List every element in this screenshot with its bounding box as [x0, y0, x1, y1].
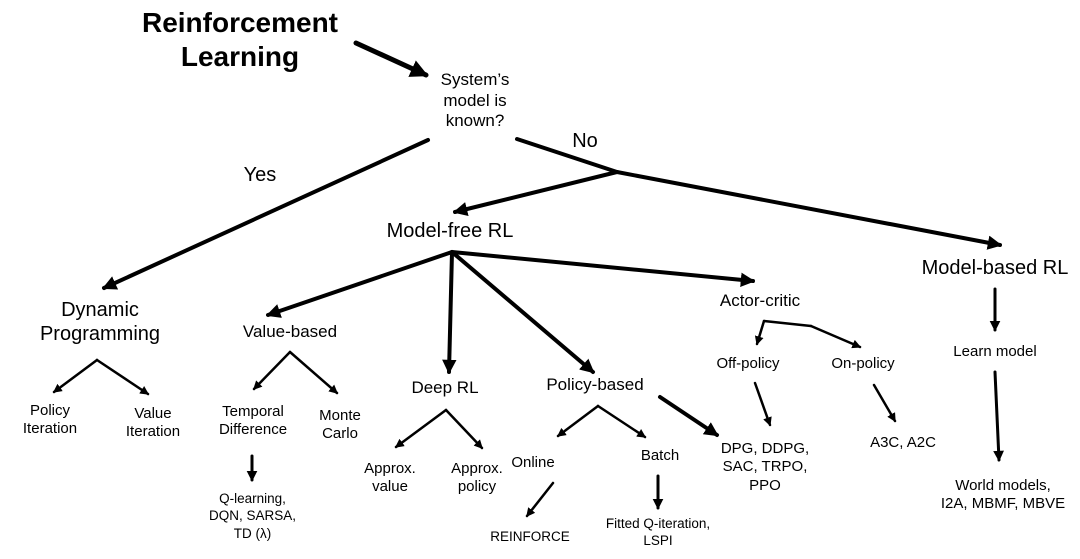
arrow-learn-model-to-world-models	[993, 370, 1004, 462]
arrow-off-policy-to-methods	[753, 381, 772, 427]
line-question-to-split	[515, 137, 619, 174]
arrow-on-policy-to-methods	[872, 383, 897, 423]
node-temporal-difference: Temporal Difference	[218, 403, 288, 439]
node-td-methods: Q-learning, DQN, SARSA, TD (λ)	[208, 491, 297, 541]
edge-label-yes: Yes	[243, 164, 277, 186]
arrow-mf-to-actor-critic	[450, 250, 756, 287]
node-off-policy-methods: DPG, DDPG, SAC, TRPO, PPO	[720, 440, 810, 494]
arrow-vb-to-td	[252, 350, 292, 391]
arrow-split-to-model-based	[615, 170, 1003, 250]
question-node: System’s model is known?	[440, 70, 510, 131]
node-approx-value: Approx. value	[364, 460, 416, 496]
line-ac-branch	[762, 319, 813, 328]
node-monte-carlo: Monte Carlo	[319, 407, 361, 443]
node-learn-model: Learn model	[953, 343, 1037, 360]
node-on-policy: On-policy	[831, 355, 895, 372]
node-dynamic-programming: Dynamic Programming	[39, 299, 161, 346]
node-off-policy: Off-policy	[716, 355, 780, 372]
edge-label-no: No	[572, 130, 598, 152]
node-reinforce: REINFORCE	[490, 529, 570, 544]
arrow-ac-to-off-policy	[754, 319, 766, 346]
node-online: Online	[511, 454, 555, 471]
node-world-models: World models, I2A, MBMF, MBVE	[940, 477, 1066, 513]
node-value-iteration: Value Iteration	[125, 405, 181, 441]
arrow-pb-to-batch	[596, 404, 647, 439]
node-batch: Batch	[640, 447, 680, 464]
arrow-mf-to-deep-rl	[442, 250, 457, 375]
diagram-title: Reinforcement Learning	[141, 7, 339, 72]
node-value-based: Value-based	[242, 322, 338, 341]
arrow-pb-to-online	[556, 404, 600, 438]
node-deep-rl: Deep RL	[411, 378, 479, 397]
arrow-pb-to-off-policy-methods	[658, 395, 719, 437]
node-model-free-rl: Model-free RL	[386, 220, 514, 242]
node-policy-iteration: Policy Iteration	[22, 402, 78, 438]
node-actor-critic: Actor-critic	[719, 291, 801, 310]
arrow-deep-to-approx-policy	[444, 408, 484, 450]
arrow-mf-to-value-based	[265, 250, 454, 318]
node-model-based-rl: Model-based RL	[921, 257, 1069, 279]
arrow-dp-to-value-iteration	[95, 358, 150, 396]
node-fitted-q-iteration: Fitted Q-iteration, LSPI	[605, 516, 711, 549]
arrow-deep-to-approx-value	[394, 408, 448, 449]
arrow-question-to-dp	[102, 138, 430, 290]
arrow-split-to-model-free	[452, 170, 619, 217]
arrow-dp-to-policy-iteration	[52, 358, 99, 394]
node-on-policy-methods: A3C, A2C	[870, 434, 936, 451]
arrow-online-to-reinforce	[525, 481, 555, 518]
arrow-ac-to-on-policy	[809, 324, 862, 349]
node-approx-policy: Approx. policy	[451, 460, 503, 496]
arrow-mf-to-policy-based	[450, 250, 595, 374]
node-policy-based: Policy-based	[546, 375, 644, 394]
arrow-title-to-question	[353, 40, 429, 78]
arrow-vb-to-mc	[288, 350, 339, 395]
